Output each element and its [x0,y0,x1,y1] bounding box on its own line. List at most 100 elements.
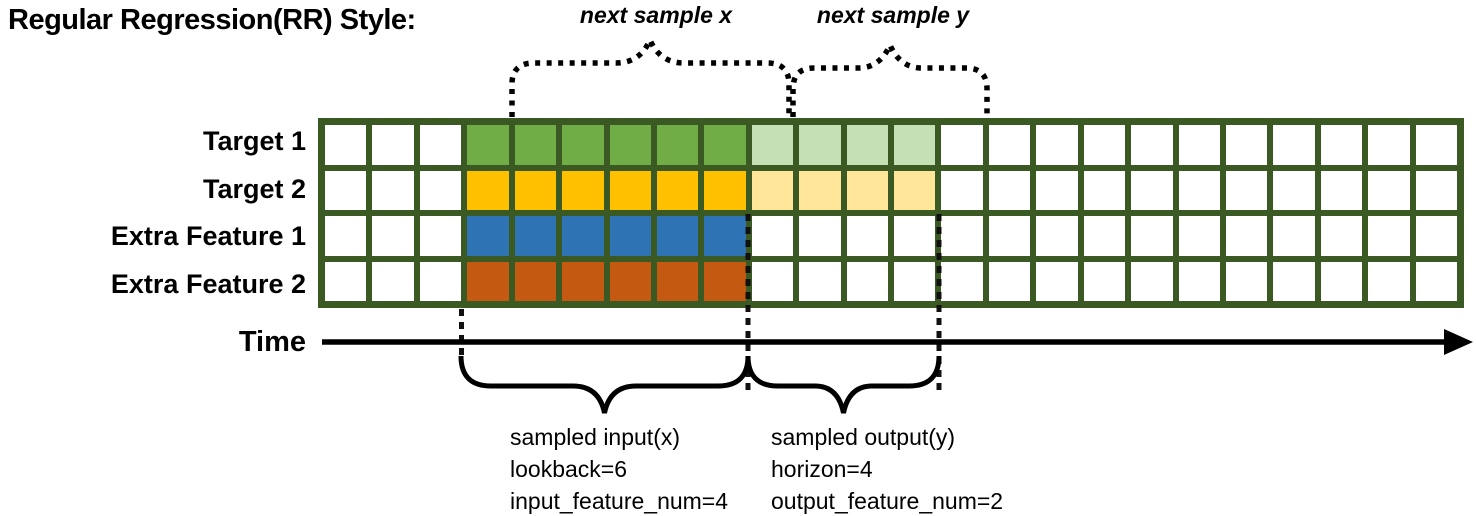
grid-cell [562,261,604,301]
grid-cell [1083,216,1126,256]
grid-cell [941,261,983,301]
grid-cell [467,125,509,165]
grid-cell [1131,261,1173,301]
input-feature-num-value: input_feature_num=4 [510,488,729,514]
output-range-brace [745,355,942,414]
next-sample-x-label: next sample x [579,2,733,28]
sampled-output-title: sampled output(y) [771,424,956,450]
grid-cell [1083,125,1126,165]
grid-cell [799,261,841,301]
grid-cell [656,125,699,165]
grid-cell [325,261,367,301]
grid-cell [1036,216,1078,256]
grid-cell [467,170,509,210]
grid-cell [1415,261,1457,301]
grid-cell [1273,216,1315,256]
grid-cell [609,170,651,210]
grid-cell [656,216,699,256]
grid-cell [704,261,746,301]
sampled-output-note: sampled output(y) horizon=4 output_featu… [771,421,1003,516]
grid-cell [988,170,1031,210]
grid-cell [941,125,983,165]
grid-cell [1225,216,1268,256]
diagram-title: Regular Regression(RR) Style: [8,4,416,36]
time-axis-label: Time [238,326,306,358]
row-label-extra-feature-1: Extra Feature 1 [110,221,306,252]
grid-cell [1273,170,1315,210]
grid-cell [1320,170,1363,210]
grid-cell [751,216,794,256]
grid-cell [704,170,746,210]
row-label-target-2: Target 2 [202,173,306,204]
grid-cell [941,170,983,210]
grid-cell [656,261,699,301]
horizon-value: horizon=4 [771,456,873,482]
grid-cell [704,125,746,165]
grid-cell [1368,261,1410,301]
grid-cell [1225,261,1268,301]
grid-cell [419,170,462,210]
grid-cell [514,170,557,210]
grid-cell [1320,261,1363,301]
grid-cell [1225,170,1268,210]
grid-cell [609,216,651,256]
grid-cell [514,216,557,256]
grid-cell [1273,261,1315,301]
grid-cell [1320,125,1363,165]
grid-cell [372,170,414,210]
grid-cell [372,261,414,301]
next-sample-x-brace [509,33,792,117]
grid-cell [514,125,557,165]
grid-cell [894,216,936,256]
lookback-value: lookback=6 [510,456,627,482]
grid-cell [894,261,936,301]
sampled-input-note: sampled input(x) lookback=6 input_featur… [510,421,728,516]
grid-cell [562,216,604,256]
grid-cell [799,170,841,210]
grid-cell [846,261,888,301]
grid-cell [1178,125,1220,165]
grid-cell [1083,170,1126,210]
grid-cell [325,125,367,165]
grid-cell [799,125,841,165]
grid-cell [704,216,746,256]
grid-cell [1415,216,1457,256]
row-label-target-1: Target 1 [202,126,306,157]
grid-cell [1036,170,1078,210]
grid-cell [325,216,367,256]
grid-cell [941,216,983,256]
grid-cell [1131,216,1173,256]
grid-cell [609,125,651,165]
output-feature-num-value: output_feature_num=2 [771,488,1004,514]
grid-cell [1131,170,1173,210]
grid-cell [751,170,794,210]
grid-cell [1036,125,1078,165]
grid-cell [562,125,604,165]
grid-cell [514,261,557,301]
grid-cell [846,170,888,210]
grid-cell [372,125,414,165]
grid-cell [1320,216,1363,256]
grid-cell [988,125,1031,165]
sample-grid [318,118,1464,308]
grid-cell [1036,261,1078,301]
input-range-brace [458,355,751,414]
grid-cell [1131,125,1173,165]
grid-cell [1415,170,1457,210]
grid-cell [1273,125,1315,165]
time-arrowhead-icon [1444,329,1473,355]
row-label-column: Target 1 Target 2 Extra Feature 1 Extra … [0,118,306,308]
grid-cell [751,261,794,301]
grid-cell [1368,125,1410,165]
grid-cell [1415,125,1457,165]
grid-cell [1083,261,1126,301]
next-sample-y-brace [790,38,990,117]
grid-cell [562,170,604,210]
grid-cell [988,261,1031,301]
grid-cell [1178,261,1220,301]
grid-cell [846,125,888,165]
grid-cell [656,170,699,210]
grid-cell [419,125,462,165]
grid-cell [1368,170,1410,210]
